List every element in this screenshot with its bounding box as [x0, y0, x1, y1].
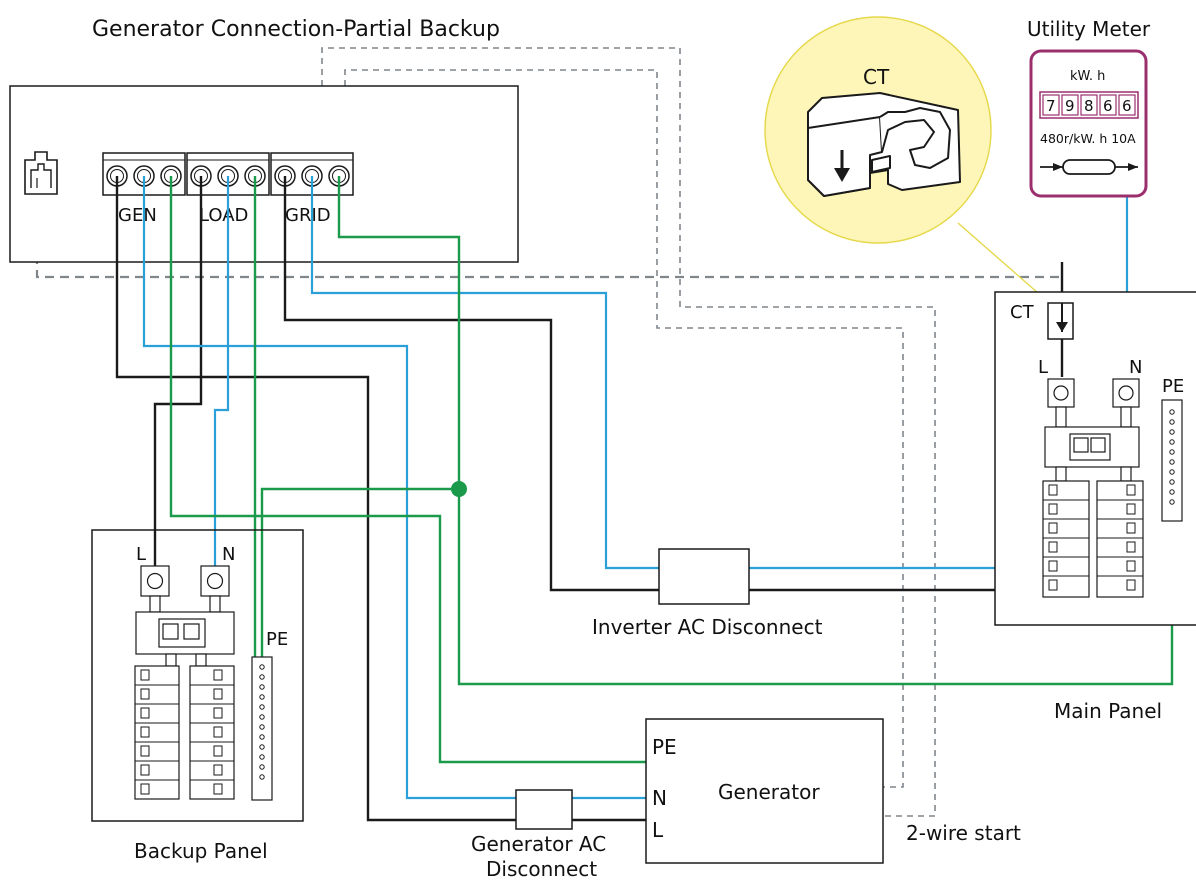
meter-digit: 6 — [1103, 97, 1113, 115]
generator-ac-disconnect-label-line2: Disconnect — [486, 857, 597, 881]
backup-panel-n-label: N — [222, 544, 235, 565]
generator-l-label: L — [652, 818, 664, 842]
main-panel-n-label: N — [1129, 357, 1142, 378]
generator-label: Generator — [718, 780, 820, 804]
backup-panel: L N PE — [91, 529, 304, 863]
meter-rating: 480r/kW. h 10A — [1040, 131, 1136, 146]
backup-panel-breakers — [134, 665, 235, 800]
main-panel-breakers — [1042, 480, 1144, 598]
main-panel-ct-icon — [1047, 302, 1074, 377]
backup-panel-l-label: L — [136, 544, 146, 565]
generator-ac-disconnect-label-line1: Generator AC — [471, 832, 606, 856]
comm-port-icon — [24, 151, 58, 195]
inverter-ac-disconnect: Inverter AC Disconnect — [592, 548, 823, 639]
generator-ac-disconnect: Generator AC Disconnect — [471, 789, 606, 881]
meter-unit: kW. h — [1070, 69, 1105, 84]
inverter-ac-disconnect-label: Inverter AC Disconnect — [592, 615, 823, 639]
ct-clamp-icon — [807, 92, 961, 197]
generator-n-label: N — [652, 786, 667, 810]
meter-digit: 9 — [1065, 97, 1075, 115]
ground-junction-dot — [451, 481, 467, 497]
neutral-wires — [142, 176, 1129, 800]
main-panel-l-label: L — [1038, 357, 1048, 378]
two-wire-start-dashed-lines — [321, 47, 936, 817]
two-wire-start-label: 2-wire start — [906, 821, 1021, 845]
terminal-label-load: LOAD — [199, 205, 248, 226]
main-panel-label: Main Panel — [1054, 699, 1162, 723]
backup-panel-label: Backup Panel — [134, 839, 268, 863]
terminal-labels: GEN LOAD GRID — [115, 203, 337, 226]
generator-pe-label: PE — [652, 735, 677, 759]
meter-digit: 6 — [1122, 97, 1132, 115]
ct-signal-dashed-line — [35, 195, 1062, 279]
main-panel: CT L N PE — [994, 291, 1196, 723]
ct-callout: CT — [764, 16, 1047, 301]
utility-meter: Utility Meter kW. h 7 9 8 6 6 480r/kW. h… — [1027, 17, 1151, 198]
utility-meter-label: Utility Meter — [1027, 17, 1151, 41]
main-panel-pe-label: PE — [1162, 376, 1184, 397]
meter-digits: 7 9 8 6 6 — [1039, 91, 1139, 119]
meter-rotor-icon — [1040, 159, 1138, 175]
ground-wires — [169, 176, 1174, 764]
terminal-label-grid: GRID — [285, 205, 331, 226]
inverter-box — [9, 85, 519, 263]
diagram-title: Generator Connection-Partial Backup — [92, 17, 500, 42]
meter-digit: 8 — [1084, 97, 1094, 115]
ct-callout-label: CT — [863, 65, 890, 89]
main-panel-ct-label: CT — [1010, 302, 1035, 323]
meter-digit: 7 — [1046, 97, 1056, 115]
terminal-label-gen: GEN — [118, 205, 157, 226]
backup-panel-pe-label: PE — [266, 629, 288, 650]
generator: PE N L Generator — [645, 718, 884, 864]
